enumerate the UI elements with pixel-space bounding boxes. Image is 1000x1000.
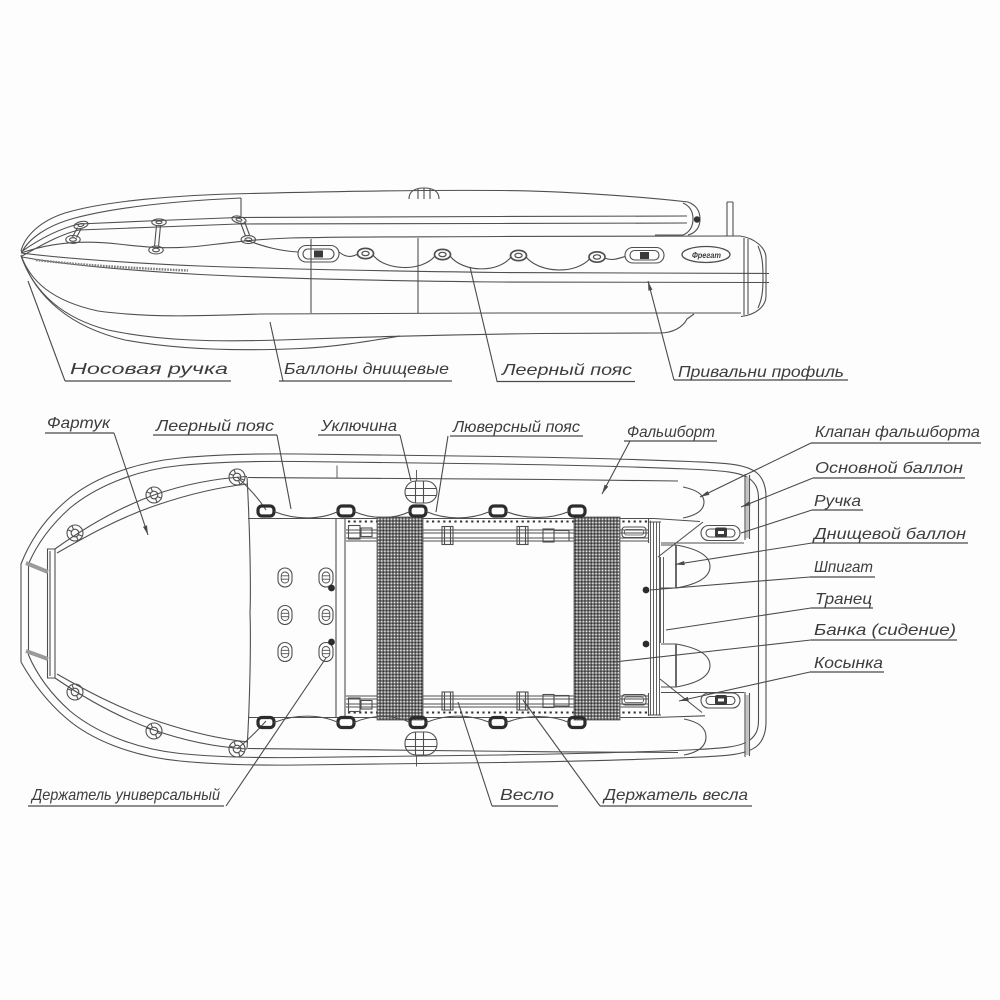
svg-text:Фрегат: Фрегат	[692, 251, 721, 260]
svg-text:Весло: Весло	[500, 787, 554, 804]
svg-text:Леерный пояс: Леерный пояс	[501, 362, 632, 379]
svg-text:Клапан фальшборта: Клапан фальшборта	[815, 424, 980, 441]
svg-text:Косынка: Косынка	[814, 655, 883, 672]
svg-text:Носовая ручка: Носовая ручка	[70, 361, 228, 378]
svg-text:Леерный пояс: Леерный пояс	[155, 418, 274, 435]
svg-text:Держатель весла: Держатель весла	[602, 787, 748, 804]
svg-text:Привальни профиль: Привальни профиль	[678, 364, 844, 381]
svg-text:Транец: Транец	[815, 591, 872, 608]
svg-text:Днищевой баллон: Днищевой баллон	[812, 526, 966, 543]
svg-text:Ручка: Ручка	[814, 493, 861, 510]
svg-text:Основной баллон: Основной баллон	[815, 460, 963, 477]
svg-text:Шпигат: Шпигат	[814, 559, 873, 576]
svg-text:Фальшборт: Фальшборт	[627, 424, 715, 441]
svg-text:Баллоны днищевые: Баллоны днищевые	[284, 361, 449, 378]
svg-text:Фартук: Фартук	[47, 415, 112, 432]
svg-text:Люверсный пояс: Люверсный пояс	[452, 419, 580, 436]
svg-text:Держатель универсальный: Держатель универсальный	[30, 787, 220, 804]
svg-text:Уключина: Уключина	[320, 418, 397, 435]
svg-text:Банка (сидение): Банка (сидение)	[814, 622, 956, 639]
